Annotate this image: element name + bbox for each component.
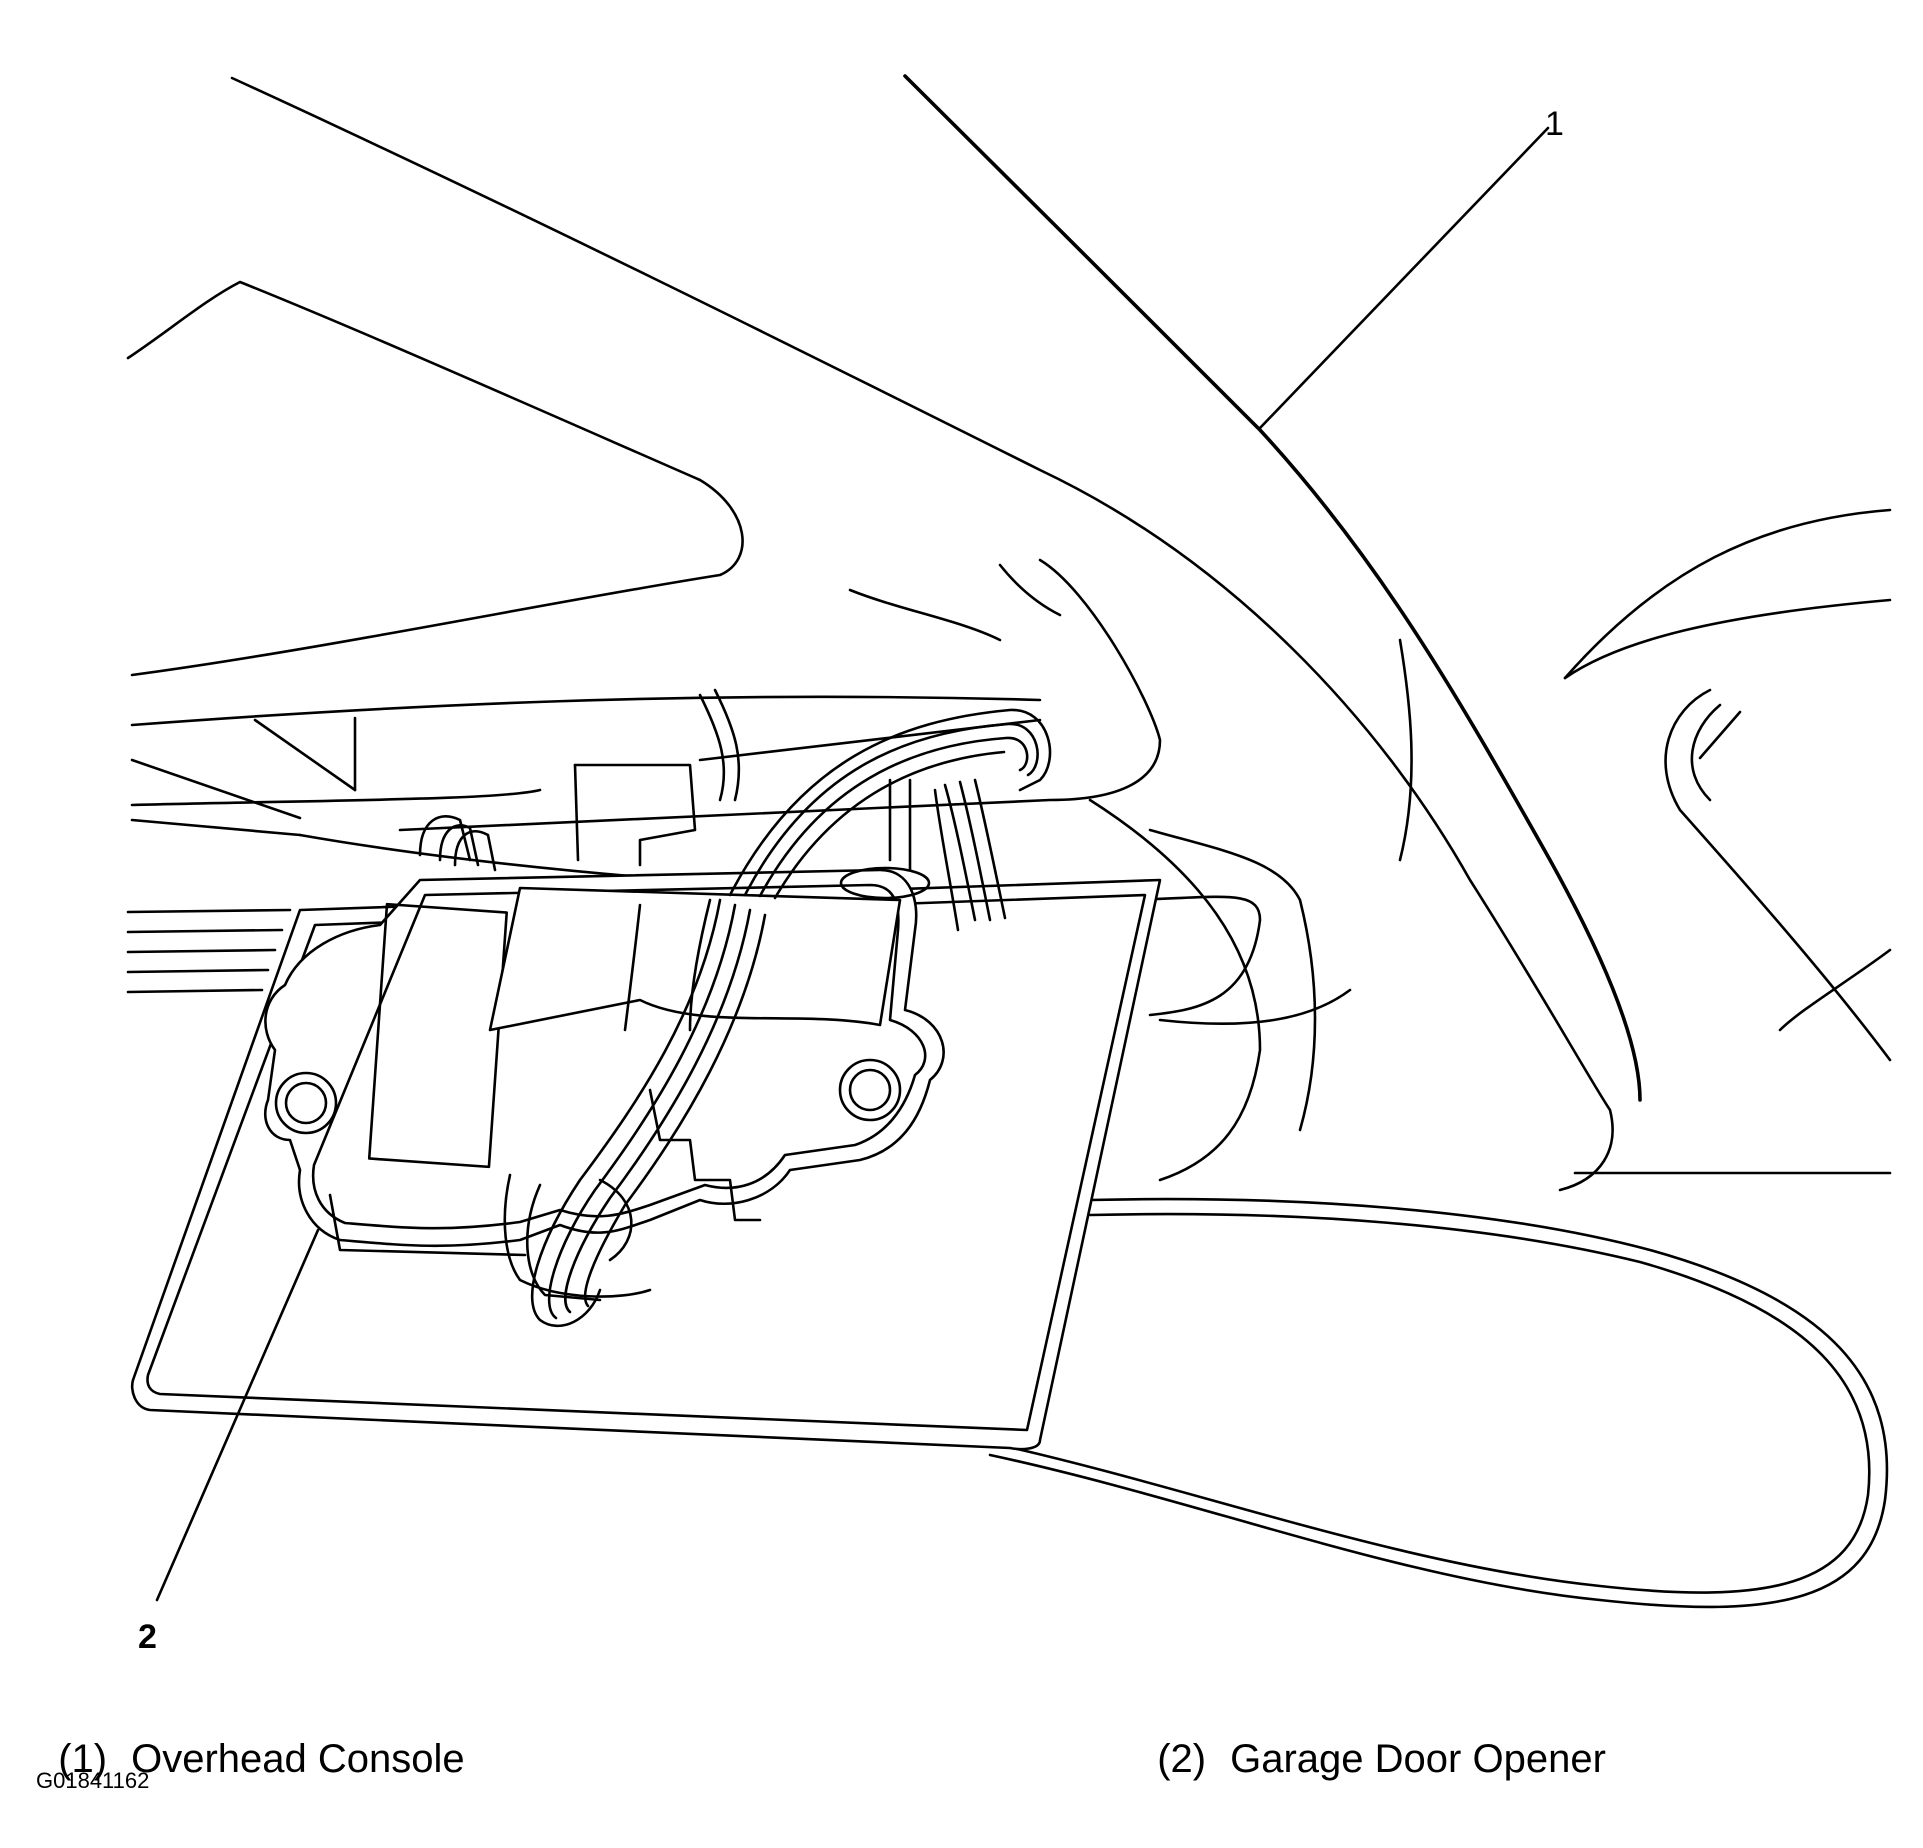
headliner-outline (126, 76, 1614, 1192)
harness-clips (418, 763, 1007, 932)
console-trim (298, 558, 1889, 1609)
mounting-bolt-left (274, 1071, 338, 1135)
retaining-strap (488, 886, 902, 1032)
legend-item-1: (1) Overhead Console (36, 1692, 465, 1782)
legend-item-1-label: Overhead Console (131, 1737, 465, 1781)
legend-item-1-number: (1) (58, 1737, 108, 1781)
legend-item-2: (2) Garage Door Opener (1135, 1692, 1606, 1782)
callout-2-number: 2 (138, 1618, 157, 1656)
legend-item-2-label: Garage Door Opener (1230, 1737, 1606, 1781)
callout-1-number: 1 (1545, 105, 1564, 143)
legend-item-2-number: (2) (1157, 1737, 1207, 1781)
callout-2-leader (155, 1228, 320, 1602)
mounting-bolt-right (838, 1058, 902, 1122)
wiring-harness (530, 688, 1052, 1328)
figure-id: G01841162 (36, 1768, 150, 1793)
callout-1-leader (1258, 126, 1550, 430)
overhead-console (903, 74, 1892, 1182)
